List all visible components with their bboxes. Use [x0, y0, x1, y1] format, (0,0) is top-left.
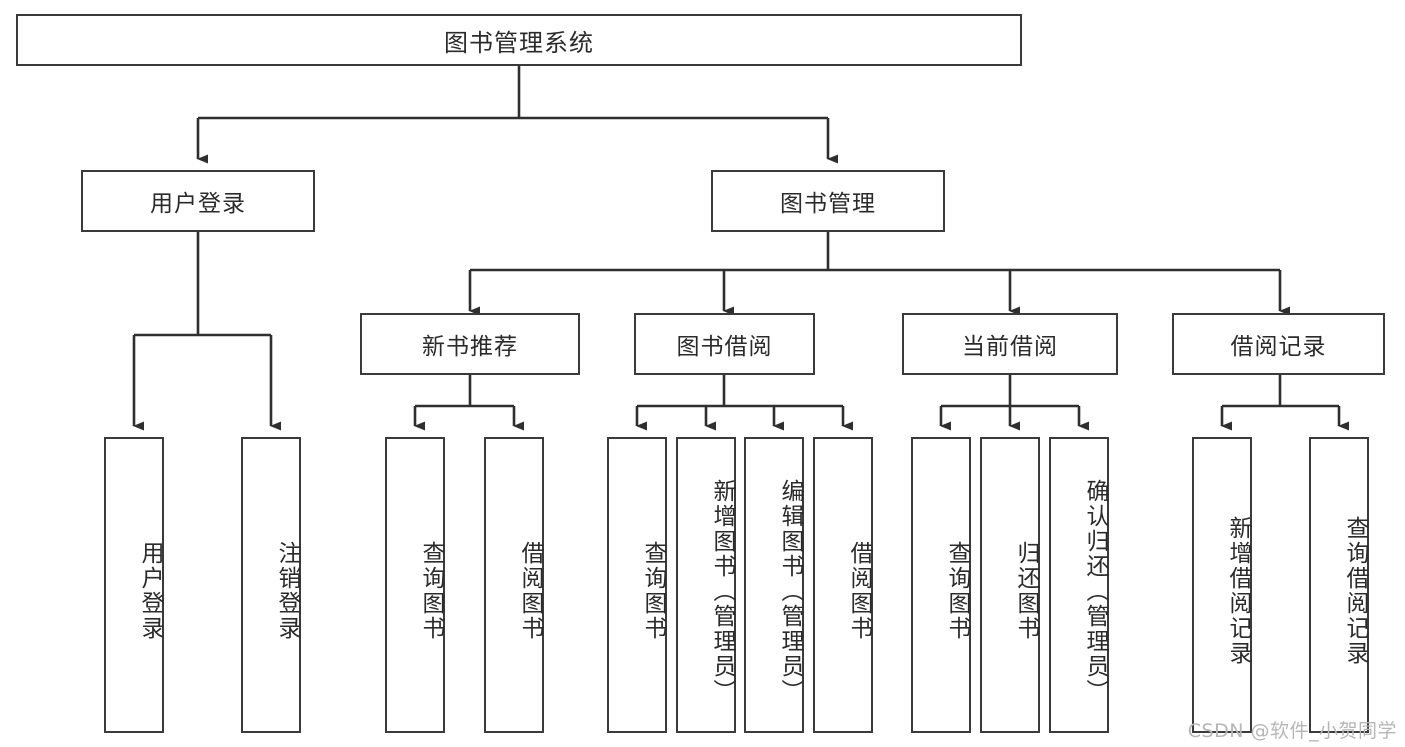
node-label: 借阅记录: [1230, 334, 1327, 360]
leaf-add-book-admin[interactable]: 新增图书（管理员）: [676, 437, 736, 733]
node-label: 查询借阅记录: [1342, 516, 1368, 666]
node-label: 用户登录: [150, 191, 246, 217]
node-label: 注销登录: [274, 541, 300, 641]
leaf-query-borrow-record[interactable]: 查询借阅记录: [1309, 437, 1369, 733]
leaf-query-book-borrow[interactable]: 查询图书: [607, 437, 667, 733]
leaf-return-book[interactable]: 归还图书: [980, 437, 1040, 733]
node-label: 新增图书（管理员）: [709, 478, 735, 704]
leaf-query-book-current[interactable]: 查询图书: [911, 437, 971, 733]
node-current-borrow[interactable]: 当前借阅: [902, 313, 1118, 375]
node-label: 新书推荐: [422, 334, 518, 360]
node-label: 用户登录: [137, 541, 163, 641]
node-book-borrow[interactable]: 图书借阅: [634, 313, 815, 375]
leaf-confirm-return-admin[interactable]: 确认归还（管理员）: [1049, 437, 1109, 733]
leaf-add-borrow-record[interactable]: 新增借阅记录: [1192, 437, 1252, 733]
node-label: 编辑图书（管理员）: [777, 478, 803, 704]
node-book-management[interactable]: 图书管理: [711, 170, 945, 232]
node-label: 当前借阅: [962, 334, 1058, 360]
node-borrow-record[interactable]: 借阅记录: [1172, 313, 1385, 375]
leaf-user-login[interactable]: 用户登录: [104, 437, 164, 733]
node-user-login[interactable]: 用户登录: [81, 170, 315, 232]
node-label: 查询图书: [944, 541, 970, 641]
leaf-query-book-recommend[interactable]: 查询图书: [385, 437, 445, 733]
watermark-text: CSDN @软件_小贺同学: [1187, 720, 1397, 742]
node-label: 借阅图书: [517, 541, 543, 641]
node-label: 查询图书: [418, 541, 444, 641]
leaf-edit-book-admin[interactable]: 编辑图书（管理员）: [744, 437, 804, 733]
node-label: 确认归还（管理员）: [1082, 478, 1108, 704]
node-label: 图书管理: [780, 191, 876, 217]
node-label: 借阅图书: [846, 541, 872, 641]
node-label: 图书管理系统: [444, 28, 594, 57]
node-new-book-recommend[interactable]: 新书推荐: [360, 313, 580, 375]
node-root-book-management-system[interactable]: 图书管理系统: [16, 14, 1022, 66]
leaf-borrow-book[interactable]: 借阅图书: [813, 437, 873, 733]
leaf-logout-login[interactable]: 注销登录: [241, 437, 301, 733]
leaf-borrow-book-recommend[interactable]: 借阅图书: [484, 437, 544, 733]
node-label: 归还图书: [1013, 541, 1039, 641]
node-label: 查询图书: [640, 541, 666, 641]
node-label: 图书借阅: [676, 334, 773, 360]
node-label: 新增借阅记录: [1225, 516, 1251, 666]
